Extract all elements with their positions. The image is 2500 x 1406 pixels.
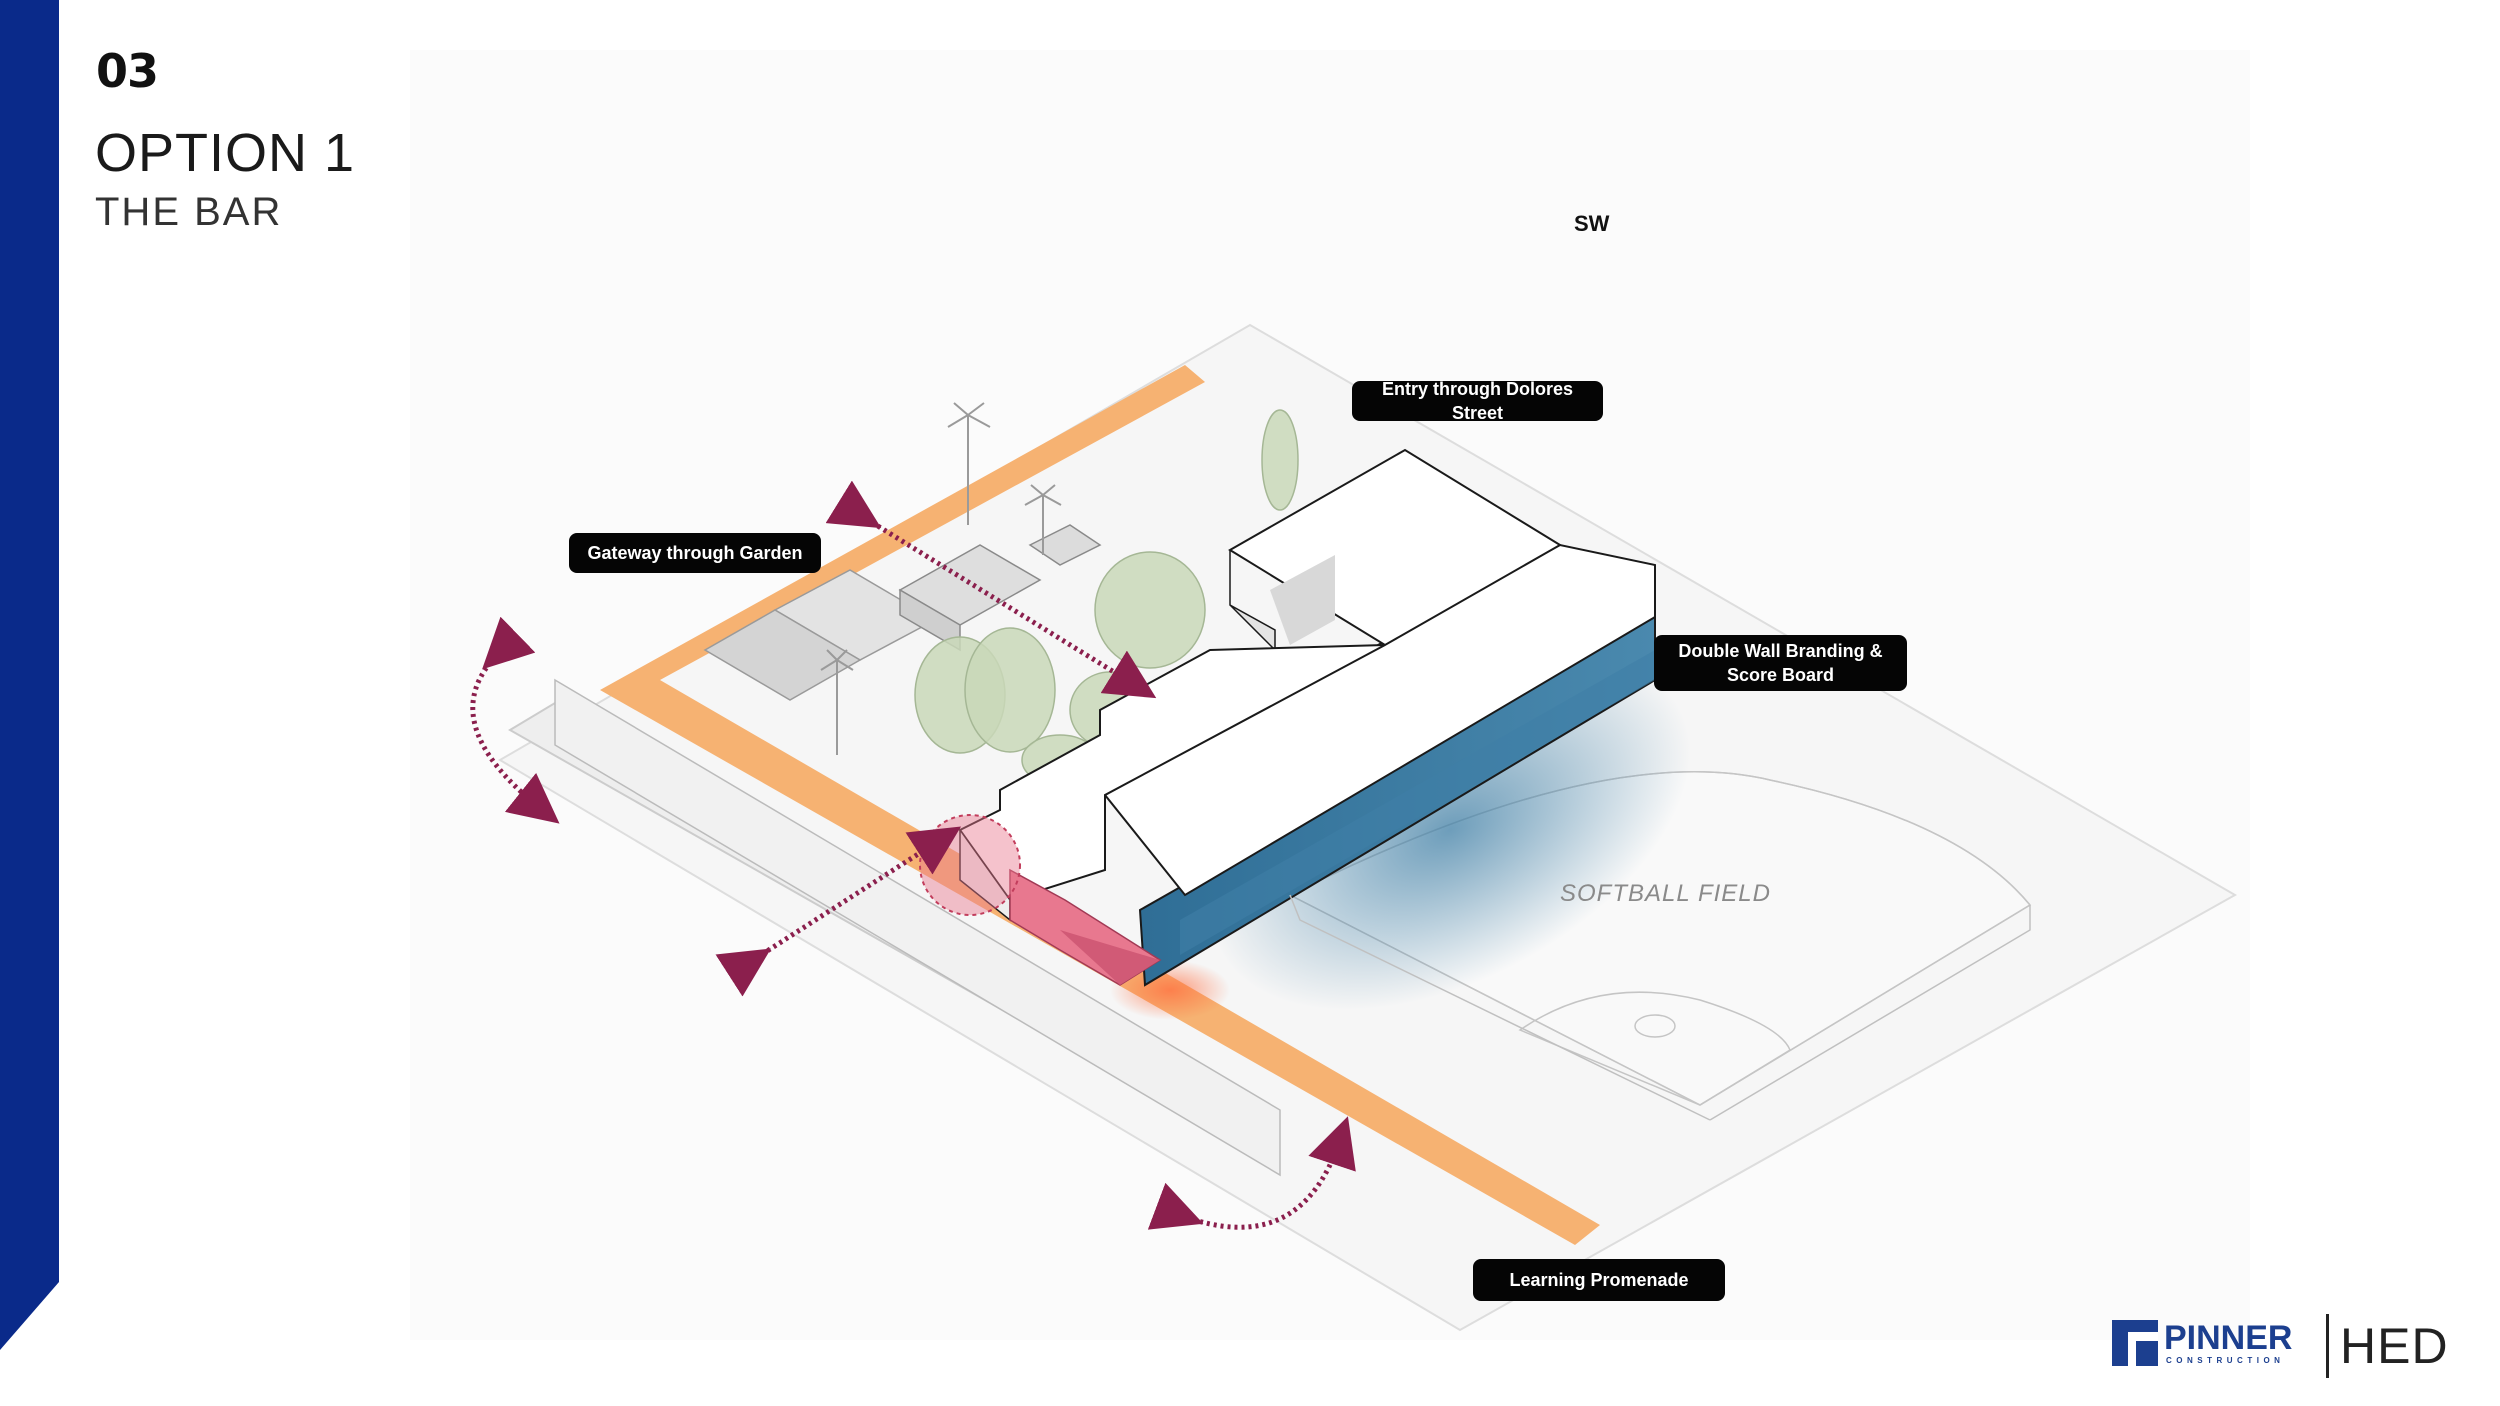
compass-direction: SW xyxy=(1574,211,1610,236)
promenade-label: Learning Promenade xyxy=(1473,1259,1725,1301)
branding-label-line2: Score Board xyxy=(1726,665,1835,685)
entry-stair-steps xyxy=(1060,930,1160,985)
entry-arrow xyxy=(715,826,962,997)
bleachers xyxy=(1289,894,2031,1121)
hed-wordmark: HED xyxy=(2340,1318,2449,1374)
promenade-label-text: Learning Promenade xyxy=(1509,1270,1689,1290)
side-accent-bar xyxy=(0,0,59,1406)
pinner-subtitle: CONSTRUCTION xyxy=(2166,1356,2285,1365)
bar-building-lower-facade xyxy=(1180,650,1655,955)
tree xyxy=(1261,409,1299,511)
gateway-label-text: Gateway through Garden xyxy=(587,543,803,563)
logo-divider xyxy=(2326,1314,2329,1378)
slide-title: OPTION 1 xyxy=(95,123,356,183)
gateway-label: Gateway through Garden xyxy=(569,533,821,573)
branding-label-line1: Double Wall Branding & xyxy=(1678,641,1883,661)
south-arrow xyxy=(1147,1116,1356,1230)
west-wing-roof xyxy=(958,644,1386,902)
entry-marker xyxy=(919,814,1021,916)
slide-number: 03 xyxy=(96,44,159,98)
north-wing-side xyxy=(1229,550,1276,652)
pinner-wordmark: PINNER xyxy=(2164,1319,2293,1357)
softball-field-label: SOFTBALL FIELD xyxy=(1560,880,1771,907)
tree xyxy=(1094,551,1206,669)
branding-label: Double Wall Branding & Score Board xyxy=(1654,635,1907,691)
tree xyxy=(964,627,1056,753)
garden-gateway-arrow xyxy=(825,480,1157,699)
entry-label: Entry through Dolores Street xyxy=(1352,379,1603,423)
entry-glow xyxy=(1110,960,1230,1020)
west-arrow xyxy=(470,616,560,824)
pinner-logo-icon xyxy=(2112,1320,2158,1366)
entry-label-text: Entry through Dolores Street xyxy=(1381,379,1573,423)
slide-subtitle: THE BAR xyxy=(95,190,283,234)
north-wing-courtyard xyxy=(1270,555,1335,645)
double-arrow-icon xyxy=(470,480,1356,1230)
footer-logos: PINNER CONSTRUCTION HED xyxy=(2112,1312,2472,1382)
